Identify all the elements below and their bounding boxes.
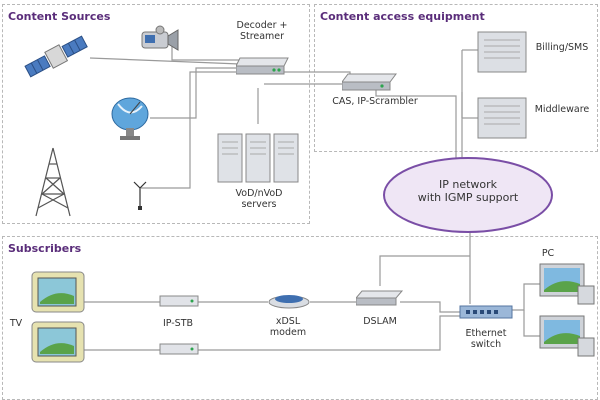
antenna-tower-icon — [35, 147, 71, 217]
middleware-server-icon — [477, 97, 527, 139]
modem-icon — [268, 295, 310, 309]
ipstb-label: IP-STB — [162, 318, 194, 329]
tv-icon — [31, 321, 85, 363]
decoder-device-icon — [236, 57, 289, 75]
dslam-icon — [356, 290, 404, 306]
set-top-box-icon — [159, 295, 199, 307]
section-title-content-access: Content access equipment — [320, 10, 485, 23]
decoder-label-line2: Streamer — [239, 31, 285, 42]
decoder-label-line1: Decoder + — [236, 20, 288, 31]
vod-label: VoD/nVoD servers — [214, 188, 304, 210]
server-rack-icon — [217, 133, 299, 183]
pc-label: PC — [541, 248, 555, 259]
satellite-icon — [24, 35, 88, 78]
decoder-label: Decoder + Streamer — [232, 20, 292, 42]
cas-device-icon — [342, 73, 397, 91]
section-title-content-sources: Content Sources — [8, 10, 111, 23]
set-top-box-icon — [159, 343, 199, 355]
ip-network-label: IP network with IGMP support — [380, 178, 556, 204]
tv-icon — [31, 271, 85, 313]
ethernet-label-line1: Ethernet — [465, 328, 507, 339]
xdsl-label-line1: xDSL — [275, 316, 301, 327]
vod-label-line2: servers — [241, 199, 277, 210]
content-sources-region — [2, 4, 310, 224]
ip-network-ellipse — [383, 157, 553, 233]
xdsl-label-line2: modem — [269, 327, 307, 338]
section-title-subscribers: Subscribers — [8, 242, 82, 255]
video-camera-icon — [141, 25, 179, 51]
ethernet-switch-icon — [459, 305, 513, 319]
pc-icon — [539, 263, 595, 305]
dslam-label: DSLAM — [363, 316, 397, 327]
pc-icon — [539, 315, 595, 357]
ethernet-switch-label: Ethernet switch — [456, 328, 516, 350]
xdsl-label: xDSL modem — [260, 316, 316, 338]
billing-label: Billing/SMS — [535, 42, 589, 53]
tv-label: TV — [9, 318, 23, 329]
billing-server-icon — [477, 31, 527, 73]
small-antenna-icon — [133, 181, 147, 210]
cas-label: CAS, IP-Scrambler — [332, 96, 418, 107]
satellite-dish-icon — [111, 97, 149, 140]
vod-label-line1: VoD/nVoD — [235, 188, 283, 199]
ip-network-line1: IP network — [438, 178, 498, 191]
ip-network-line2: with IGMP support — [417, 191, 519, 204]
ethernet-label-line2: switch — [470, 339, 502, 350]
middleware-label: Middleware — [534, 104, 590, 115]
